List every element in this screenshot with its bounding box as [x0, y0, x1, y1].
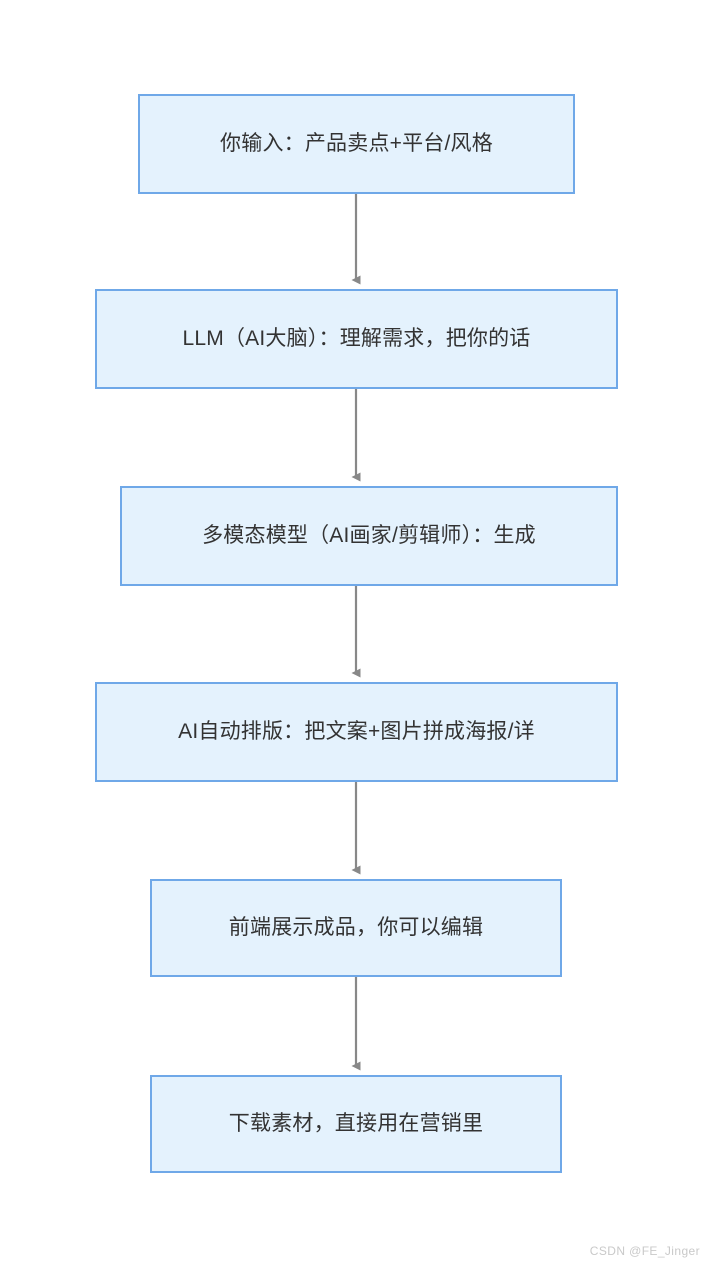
flowchart-node-label: 下载素材，直接用在营销里: [228, 1112, 484, 1136]
flowchart-node-label: 多模态模型（AI画家/剪辑师）：生成: [202, 524, 536, 548]
flowchart-node-llm[interactable]: LLM（AI大脑）：理解需求，把你的话: [95, 289, 618, 389]
flowchart-node-input[interactable]: 你输入：产品卖点+平台/风格: [138, 94, 575, 194]
flowchart-node-frontend-preview[interactable]: 前端展示成品，你可以编辑: [150, 879, 562, 977]
flowchart-node-label: 前端展示成品，你可以编辑: [228, 916, 484, 940]
flowchart-node-auto-layout[interactable]: AI自动排版：把文案+图片拼成海报/详: [95, 682, 618, 782]
watermark-label: CSDN @FE_Jinger: [589, 1244, 700, 1258]
flowchart-node-label: AI自动排版：把文案+图片拼成海报/详: [178, 720, 535, 744]
flowchart-node-download[interactable]: 下载素材，直接用在营销里: [150, 1075, 562, 1173]
flowchart-node-label: LLM（AI大脑）：理解需求，把你的话: [182, 327, 531, 351]
flowchart-node-label: 你输入：产品卖点+平台/风格: [220, 132, 493, 156]
flowchart-node-multimodal-model[interactable]: 多模态模型（AI画家/剪辑师）：生成: [120, 486, 618, 586]
